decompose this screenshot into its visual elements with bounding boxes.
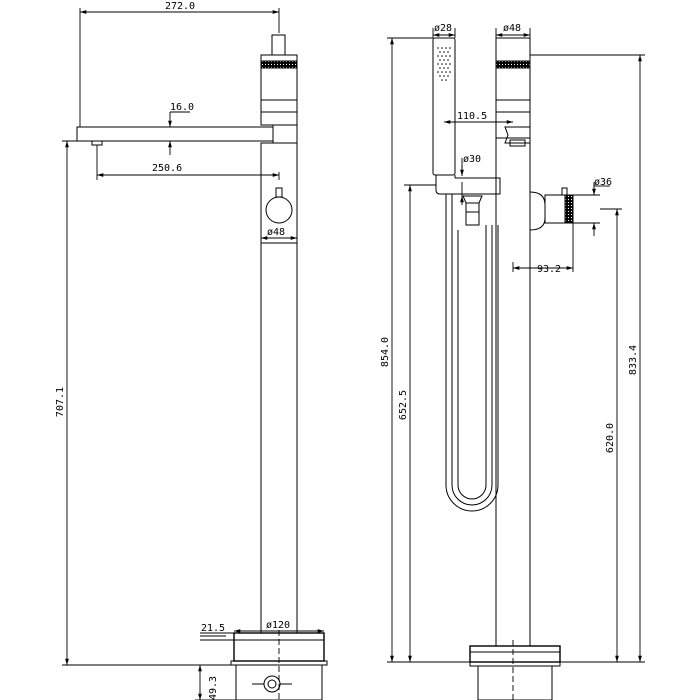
dim-body-dia-right: ø48 [503,23,521,34]
handshower-cradle [435,175,501,195]
base-cover-right [469,645,561,663]
hose-middle [451,194,493,506]
knob-knurl [564,194,574,224]
hand-shower [432,37,456,176]
floor-box [235,664,323,700]
spout-outlet [91,140,103,146]
dim-knob-height: 620.0 [605,423,616,453]
dim-knob-reach: 93.2 [537,264,561,275]
knurled-ring-right [495,60,531,69]
dim-knob-dia: ø36 [594,177,612,188]
diverter-knob [265,196,293,224]
dim-base-height: 49.3 [208,676,219,700]
right-view: ø28 ø48 110.5 ø30 ø36 93.2 854.0 [380,23,645,700]
dim-spout-height: 707.1 [55,387,66,417]
dim-spout-reach: 250.6 [152,163,182,174]
knurled-ring [260,60,298,69]
dim-handshower-dia: ø28 [434,23,452,34]
dim-body-dia-left: ø48 [267,227,285,238]
floor-box-right [477,665,553,700]
hose-connector [462,195,483,204]
hose-nut [465,202,480,226]
column-pipe [260,242,298,634]
hose-inner [457,225,487,500]
spout [76,126,274,142]
knob-neck [529,191,546,231]
body-upper-right [495,37,531,139]
dim-spout-thickness: 16.0 [170,102,194,113]
dim-handshower-height: 652.5 [398,390,409,420]
dim-top-width: 272.0 [165,1,195,12]
top-cap [271,34,286,56]
left-view: 272.0 16.0 250.6 ø48 707.1 ø120 21.5 49.… [55,1,328,700]
hose-outer [445,194,499,512]
thermostatic-knob [544,194,566,224]
base-cover [233,632,325,662]
dim-base-plate: 21.5 [201,623,225,634]
inlet-fitting [263,675,281,693]
dim-holder-offset: 110.5 [457,111,487,122]
dim-total-height: 854.0 [380,337,391,367]
dim-top-height: 833.4 [628,345,639,375]
dim-base-dia: ø120 [266,620,290,631]
spout-side-view [504,126,531,144]
dim-hose-dia: ø30 [463,154,481,165]
column-pipe-right [495,137,531,647]
shower-spray-holes [437,47,451,81]
